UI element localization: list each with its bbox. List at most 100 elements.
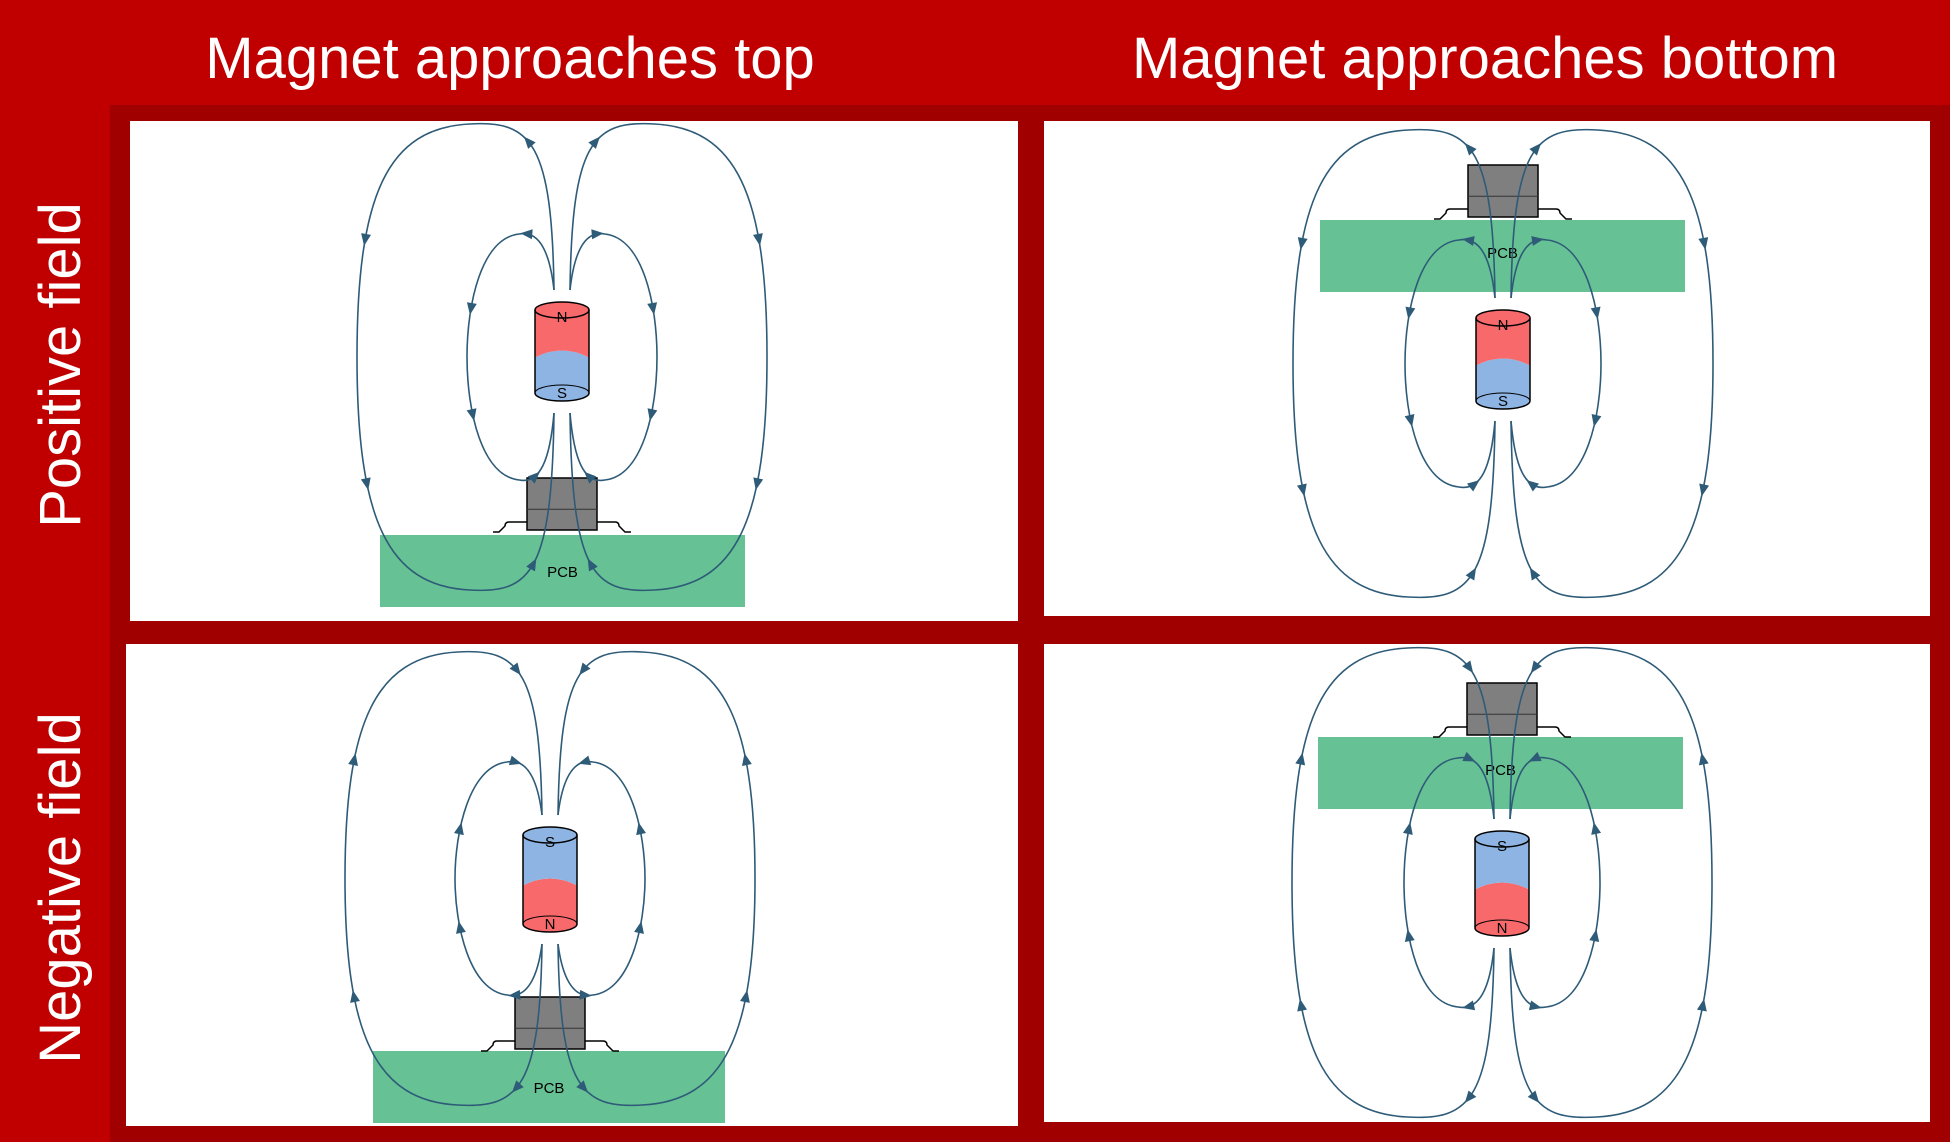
magnet-upper-half (535, 310, 589, 358)
magnet-lower-half (535, 350, 589, 401)
field-arrow (1465, 567, 1477, 581)
field-arrow (1528, 1000, 1542, 1011)
pcb-label: PCB (1487, 245, 1518, 262)
field-arrow (1402, 822, 1413, 835)
field-arrow (1591, 414, 1602, 427)
field-arrow (1589, 929, 1600, 942)
field-arrow (647, 302, 658, 315)
field-arrow (1466, 480, 1480, 492)
magnet-bottom-face (1474, 919, 1530, 929)
field-arrow (579, 989, 592, 1000)
field-arrow (509, 662, 521, 676)
row-header-positive: Positive field (28, 202, 93, 528)
sensor-body (1467, 164, 1539, 218)
pcb-board (1320, 220, 1685, 292)
sensor-lead-right (585, 1040, 619, 1052)
field-arrow (456, 921, 466, 934)
sensor-lead-right (597, 521, 631, 533)
magnet-lower-half (523, 878, 577, 932)
field-arrow (1531, 236, 1544, 246)
magnet-outline (1474, 839, 1530, 937)
magnet-bottom-pole-label: N (1497, 920, 1508, 937)
magnet-top-face (534, 301, 590, 319)
field-arrow (636, 822, 646, 836)
field-arrow (466, 302, 477, 315)
field-line (1291, 646, 1495, 1119)
magnet-top-pole-label: N (1498, 317, 1509, 334)
magnet-lower-half (1476, 358, 1530, 409)
sensor-body (1466, 682, 1538, 736)
field-arrow (1526, 480, 1540, 492)
field-arrow (579, 662, 591, 676)
field-arrow (742, 753, 752, 766)
field-arrow (1405, 306, 1416, 320)
field-arrow (1698, 752, 1709, 766)
field-arrow (1404, 414, 1415, 427)
field-line (344, 650, 543, 1107)
column-header-top: Magnet approaches top (205, 26, 814, 91)
field-arrow (752, 233, 763, 246)
sensor-lead-left (493, 521, 527, 533)
field-arrow (511, 1080, 524, 1093)
field-arrow (1295, 752, 1306, 766)
magnet: NS (1475, 309, 1531, 410)
field-arrow (1529, 143, 1542, 156)
field-arrow (1464, 143, 1477, 156)
sensor-body (514, 996, 586, 1050)
sensor-lead-right (1538, 208, 1572, 220)
field-arrow (1464, 1090, 1477, 1103)
magnet-outline (522, 835, 578, 933)
field-arrow (587, 558, 598, 572)
field-arrow (1699, 483, 1710, 497)
field-arrow (740, 990, 750, 1003)
magnet-top-pole-label: S (545, 834, 555, 851)
field-arrow (1591, 822, 1602, 835)
magnet: NS (534, 301, 590, 402)
field-line (1510, 128, 1714, 599)
field-line (1292, 128, 1496, 599)
field-lines (1291, 646, 1713, 1119)
field-arrow (508, 989, 521, 1000)
magnet-outline (1475, 318, 1531, 410)
sensor-lead-left (1434, 208, 1468, 220)
field-arrow (1529, 567, 1541, 581)
field-line (557, 650, 756, 1107)
sensor-ic (1433, 682, 1571, 738)
sensor-lead-right (1537, 726, 1571, 738)
magnet-bottom-face (1475, 392, 1531, 402)
field-arrow (1297, 237, 1308, 250)
magnet-top-pole-label: N (557, 309, 568, 326)
field-arrow (350, 990, 360, 1003)
field-arrow (1404, 929, 1415, 942)
magnet-outline (534, 310, 590, 402)
field-lines (1292, 128, 1714, 599)
pcb-board (1318, 737, 1683, 809)
field-arrow (1530, 660, 1542, 674)
field-line (1509, 646, 1713, 1119)
field-arrow (1462, 660, 1474, 674)
field-line (356, 122, 555, 592)
field-arrow (508, 755, 522, 766)
magnet: SN (522, 826, 578, 933)
field-line (569, 122, 768, 592)
field-arrow (1462, 1000, 1476, 1011)
sensor-lead-left (481, 1040, 515, 1052)
field-arrow (1528, 751, 1542, 762)
field-arrow (1698, 237, 1709, 250)
sensor-ic (493, 477, 631, 533)
magnet-bottom-pole-label: S (1498, 393, 1508, 410)
pcb-label: PCB (534, 1080, 565, 1097)
pcb-label: PCB (547, 564, 578, 581)
field-arrow (523, 136, 536, 149)
magnet-top-face (1474, 830, 1530, 848)
field-arrow (588, 136, 601, 149)
magnet-bottom-face (534, 384, 590, 394)
sensor-body (526, 477, 598, 531)
field-arrow (584, 471, 597, 484)
magnet: SN (1474, 830, 1530, 937)
row-header-negative: Negative field (28, 712, 93, 1063)
field-arrow (1296, 483, 1307, 497)
magnet-upper-half (1476, 318, 1530, 366)
